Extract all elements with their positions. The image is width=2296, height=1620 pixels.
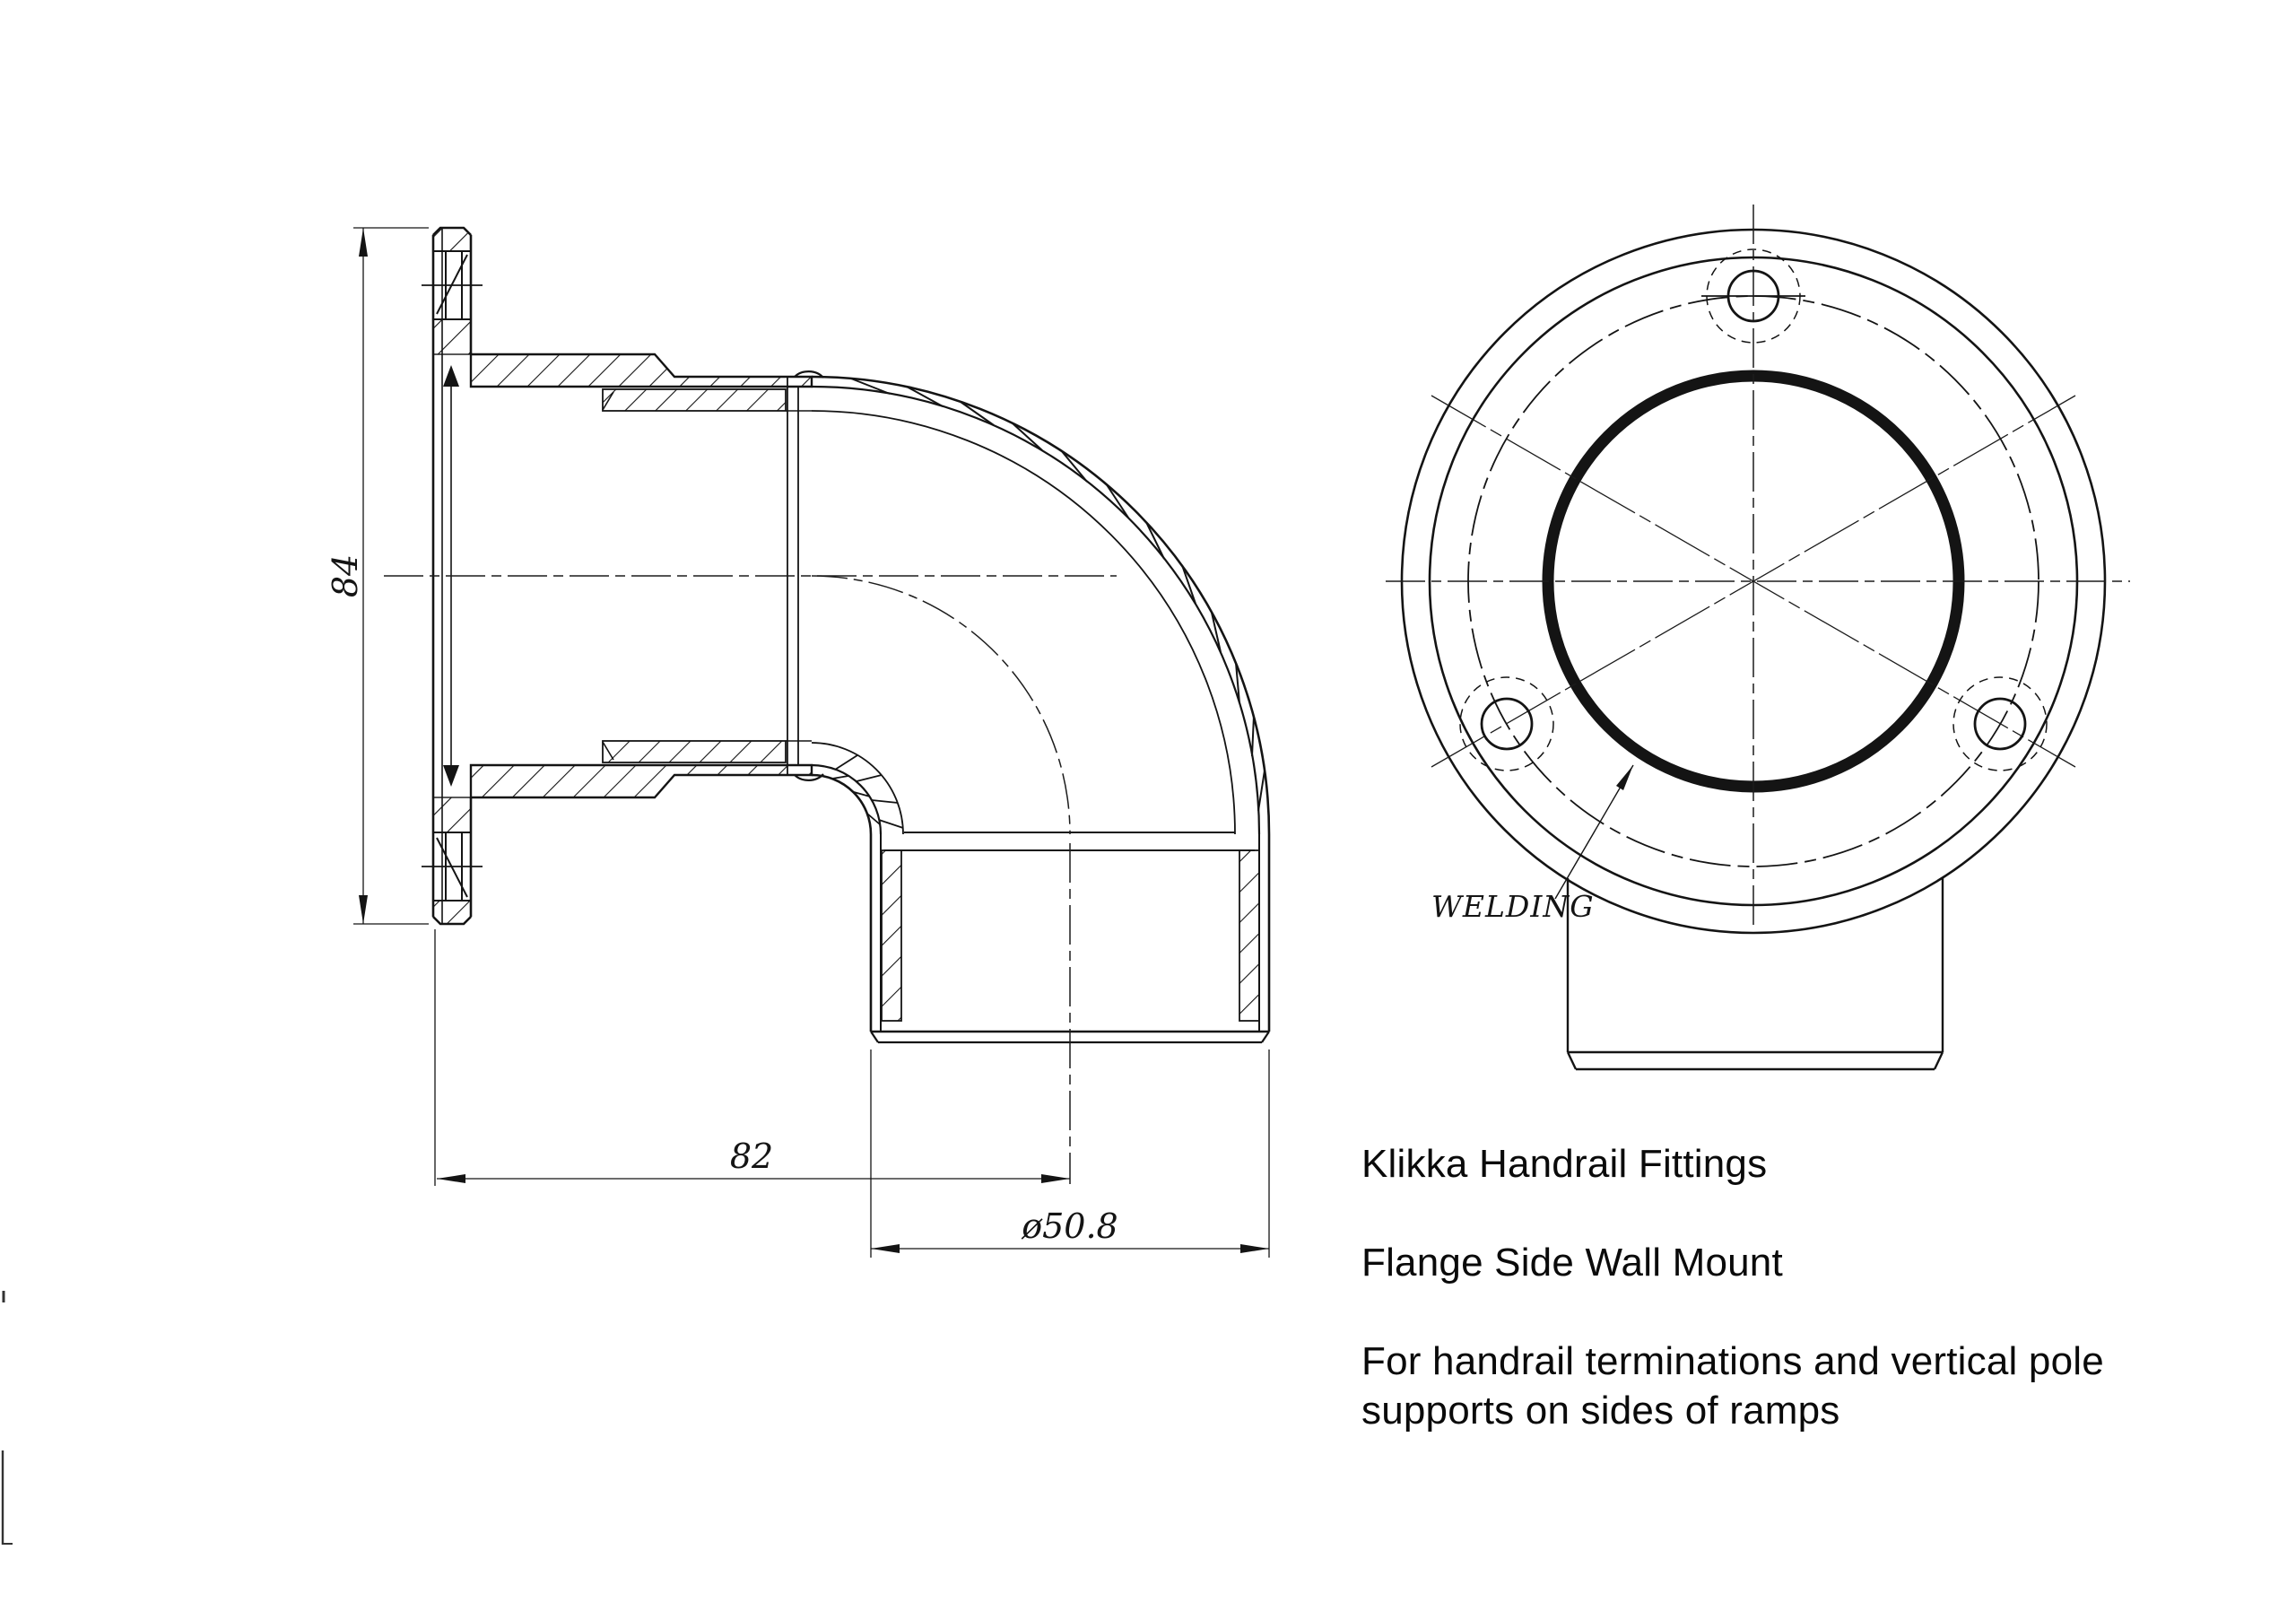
socket-wall-sections xyxy=(469,353,824,799)
front-view: WELDING xyxy=(1386,205,2130,1071)
elbow-wall-hatch xyxy=(850,378,1265,812)
dim-82-label: 82 xyxy=(730,1137,773,1176)
welding-callout: WELDING xyxy=(1431,764,1634,924)
bolt-hole-top xyxy=(1701,248,1805,344)
arrowhead xyxy=(437,1174,465,1183)
dimension-82: 82 xyxy=(434,929,1070,1186)
side-view-centerlines xyxy=(384,575,1117,1184)
side-section-view: 84 82 ø50.8 xyxy=(326,226,1271,1258)
dim-84-label: 84 xyxy=(326,554,365,597)
weld-fillet-top xyxy=(443,365,459,387)
front-view-centerlines xyxy=(1386,205,2130,928)
bolt-hole-lower-right xyxy=(1952,676,2048,771)
weld-fillet-bottom xyxy=(443,765,459,787)
front-view-tube xyxy=(1566,878,1944,1071)
welding-label: WELDING xyxy=(1431,889,1595,924)
arrowhead xyxy=(1240,1244,1269,1253)
arrowhead xyxy=(871,1244,900,1253)
elbow-inner-hatch xyxy=(831,754,904,829)
flange-bolt-hole-section-top xyxy=(422,250,483,320)
flange-bolt-hole-section-bottom xyxy=(422,832,483,901)
leader-arrowhead xyxy=(1616,765,1633,790)
note-brand: Klikka Handrail Fittings xyxy=(1361,1142,1768,1186)
dimension-diameter: ø50.8 xyxy=(870,1050,1270,1258)
arrowhead xyxy=(359,895,368,924)
note-description-line2: supports on sides of ramps xyxy=(1361,1389,1840,1433)
dim-diameter-label: ø50.8 xyxy=(1021,1206,1118,1246)
page-edge-marks xyxy=(1,1291,13,1545)
note-description-line1: For handrail terminations and vertical p… xyxy=(1361,1339,2104,1383)
flange-plate-section xyxy=(422,226,483,926)
arrowhead xyxy=(1041,1174,1070,1183)
elbow-bend xyxy=(811,375,1271,835)
bolt-hole-lower-left xyxy=(1459,676,1554,771)
dimension-84: 84 xyxy=(326,227,429,925)
arrowhead xyxy=(359,228,368,257)
liner-sleeve-sections xyxy=(602,378,812,774)
note-product: Flange Side Wall Mount xyxy=(1361,1241,1783,1285)
